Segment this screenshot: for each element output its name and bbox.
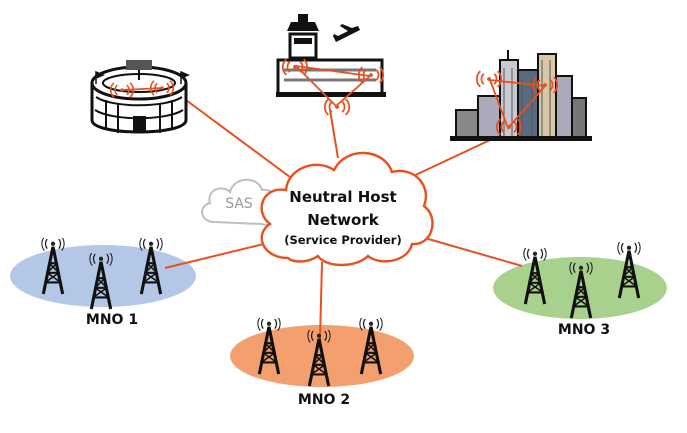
airport-icon (276, 14, 386, 116)
stadium-icon (90, 60, 190, 134)
link-mno2 (319, 261, 323, 341)
mno2-label: MNO 2 (297, 392, 351, 408)
link-airport (329, 109, 339, 159)
hub-subtitle: (Service Provider) (284, 233, 402, 247)
link-mno1 (164, 242, 269, 269)
hub-title: Neutral Host Network (268, 186, 418, 232)
mno1-label: MNO 1 (85, 312, 139, 328)
city-buildings-icon (450, 50, 592, 141)
link-stadium (185, 99, 303, 187)
mno3-label: MNO 3 (557, 322, 611, 338)
hub-title-line2: Network (307, 211, 379, 229)
hub-title-line1: Neutral Host (289, 188, 397, 206)
link-mno3 (417, 235, 523, 267)
sas-label: SAS (225, 196, 253, 212)
neutral-host-cloud (260, 151, 434, 267)
